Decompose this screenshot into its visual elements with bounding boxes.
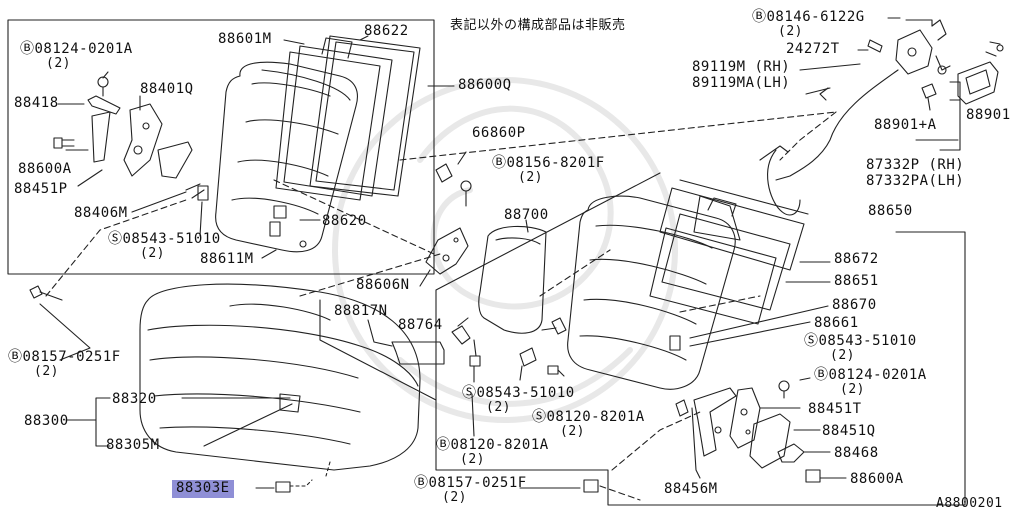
label-88451T[interactable]: 88451T	[808, 401, 862, 417]
label-88320[interactable]: 88320	[112, 391, 157, 407]
label-08156-8201F[interactable]: Ⓑ08156-8201F	[492, 155, 605, 171]
label-89119M[interactable]: 89119M (RH)	[692, 59, 791, 75]
label-88764[interactable]: 88764	[398, 317, 443, 333]
qty-08543-51010-left: (2)	[140, 246, 165, 261]
label-08157-0251F-low[interactable]: Ⓑ08157-0251F	[414, 475, 527, 491]
label-08146-6122G[interactable]: Ⓑ08146-6122G	[752, 9, 865, 25]
label-88611M[interactable]: 88611M	[200, 251, 254, 267]
label-88672[interactable]: 88672	[834, 251, 879, 267]
seatback-box-left	[7, 19, 435, 275]
label-24272T[interactable]: 24272T	[786, 41, 840, 57]
label-87332PA[interactable]: 87332PA(LH)	[866, 173, 965, 189]
header-note: 表記以外の構成部品は非販売	[450, 18, 626, 33]
left-seatback-assembly	[215, 35, 421, 253]
leader-lines-left	[45, 35, 455, 297]
label-88406M[interactable]: 88406M	[74, 205, 128, 221]
label-08543-51010-mid[interactable]: Ⓢ08543-51010	[462, 385, 575, 401]
label-89119MA[interactable]: 89119MA(LH)	[692, 75, 791, 91]
qty-08543-51010-mid: (2)	[486, 400, 511, 415]
label-08120-8201A-mid[interactable]: Ⓢ08120-8201A	[532, 409, 645, 425]
label-88451Q[interactable]: 88451Q	[822, 423, 876, 439]
label-08120-8201A-low[interactable]: Ⓑ08120-8201A	[436, 437, 549, 453]
label-88651[interactable]: 88651	[834, 273, 879, 289]
label-88600A-left[interactable]: 88600A	[18, 161, 72, 177]
right-seatback-assembly	[541, 179, 809, 390]
bolt-left	[29, 285, 91, 361]
label-08543-51010-right[interactable]: Ⓢ08543-51010	[804, 333, 917, 349]
label-88303E-highlighted[interactable]: 88303E	[172, 480, 234, 498]
label-08124-0201A-right[interactable]: Ⓑ08124-0201A	[814, 367, 927, 383]
label-88622[interactable]: 88622	[364, 23, 409, 39]
label-88620[interactable]: 88620	[322, 213, 367, 229]
label-88650[interactable]: 88650	[868, 203, 913, 219]
label-88606N[interactable]: 88606N	[356, 277, 410, 293]
qty-08120-8201A-low: (2)	[460, 452, 485, 467]
qty-08146-6122G: (2)	[778, 24, 803, 39]
leader-lines-cushion	[65, 397, 641, 501]
right-hinge-assembly	[611, 377, 847, 483]
label-88468[interactable]: 88468	[834, 445, 879, 461]
seat-cushion	[139, 283, 421, 477]
middle-parts	[367, 151, 565, 437]
qty-08543-51010-right: (2)	[830, 348, 855, 363]
label-66860P[interactable]: 66860P	[472, 125, 526, 141]
seatback-box-right	[435, 172, 966, 506]
label-88305M[interactable]: 88305M	[106, 437, 160, 453]
label-88661[interactable]: 88661	[814, 315, 859, 331]
qty-08156-8201F: (2)	[518, 170, 543, 185]
label-88456M[interactable]: 88456M	[664, 481, 718, 497]
label-08157-0251F-left[interactable]: Ⓑ08157-0251F	[8, 349, 121, 365]
label-88600Q[interactable]: 88600Q	[458, 77, 512, 93]
leader-lines-right	[679, 261, 831, 347]
qty-08157-0251F-low: (2)	[442, 490, 467, 505]
label-88418[interactable]: 88418	[14, 95, 59, 111]
left-hinge-assembly	[53, 76, 209, 201]
label-87332P[interactable]: 87332P (RH)	[866, 157, 965, 173]
qty-08124-0201A-right: (2)	[840, 382, 865, 397]
label-08543-51010-left[interactable]: Ⓢ08543-51010	[108, 231, 221, 247]
label-08124-0201A-left[interactable]: Ⓑ08124-0201A	[20, 41, 133, 57]
label-88901A[interactable]: 88901+A	[874, 117, 937, 133]
label-88600A-right[interactable]: 88600A	[850, 471, 904, 487]
qty-08120-8201A-mid: (2)	[560, 424, 585, 439]
label-88700[interactable]: 88700	[504, 207, 549, 223]
qty-08124-0201A-left: (2)	[46, 56, 71, 71]
label-88300[interactable]: 88300	[24, 413, 69, 429]
label-88601M[interactable]: 88601M	[218, 31, 272, 47]
qty-08157-0251F-left: (2)	[34, 364, 59, 379]
label-88451P[interactable]: 88451P	[14, 181, 68, 197]
label-88401Q[interactable]: 88401Q	[140, 81, 194, 97]
latch-cable-assembly	[759, 17, 1004, 216]
label-88901[interactable]: 88901	[966, 107, 1011, 123]
label-88817N[interactable]: 88817N	[334, 303, 388, 319]
diagram-id: A8800201	[936, 496, 1003, 510]
label-88670[interactable]: 88670	[832, 297, 877, 313]
